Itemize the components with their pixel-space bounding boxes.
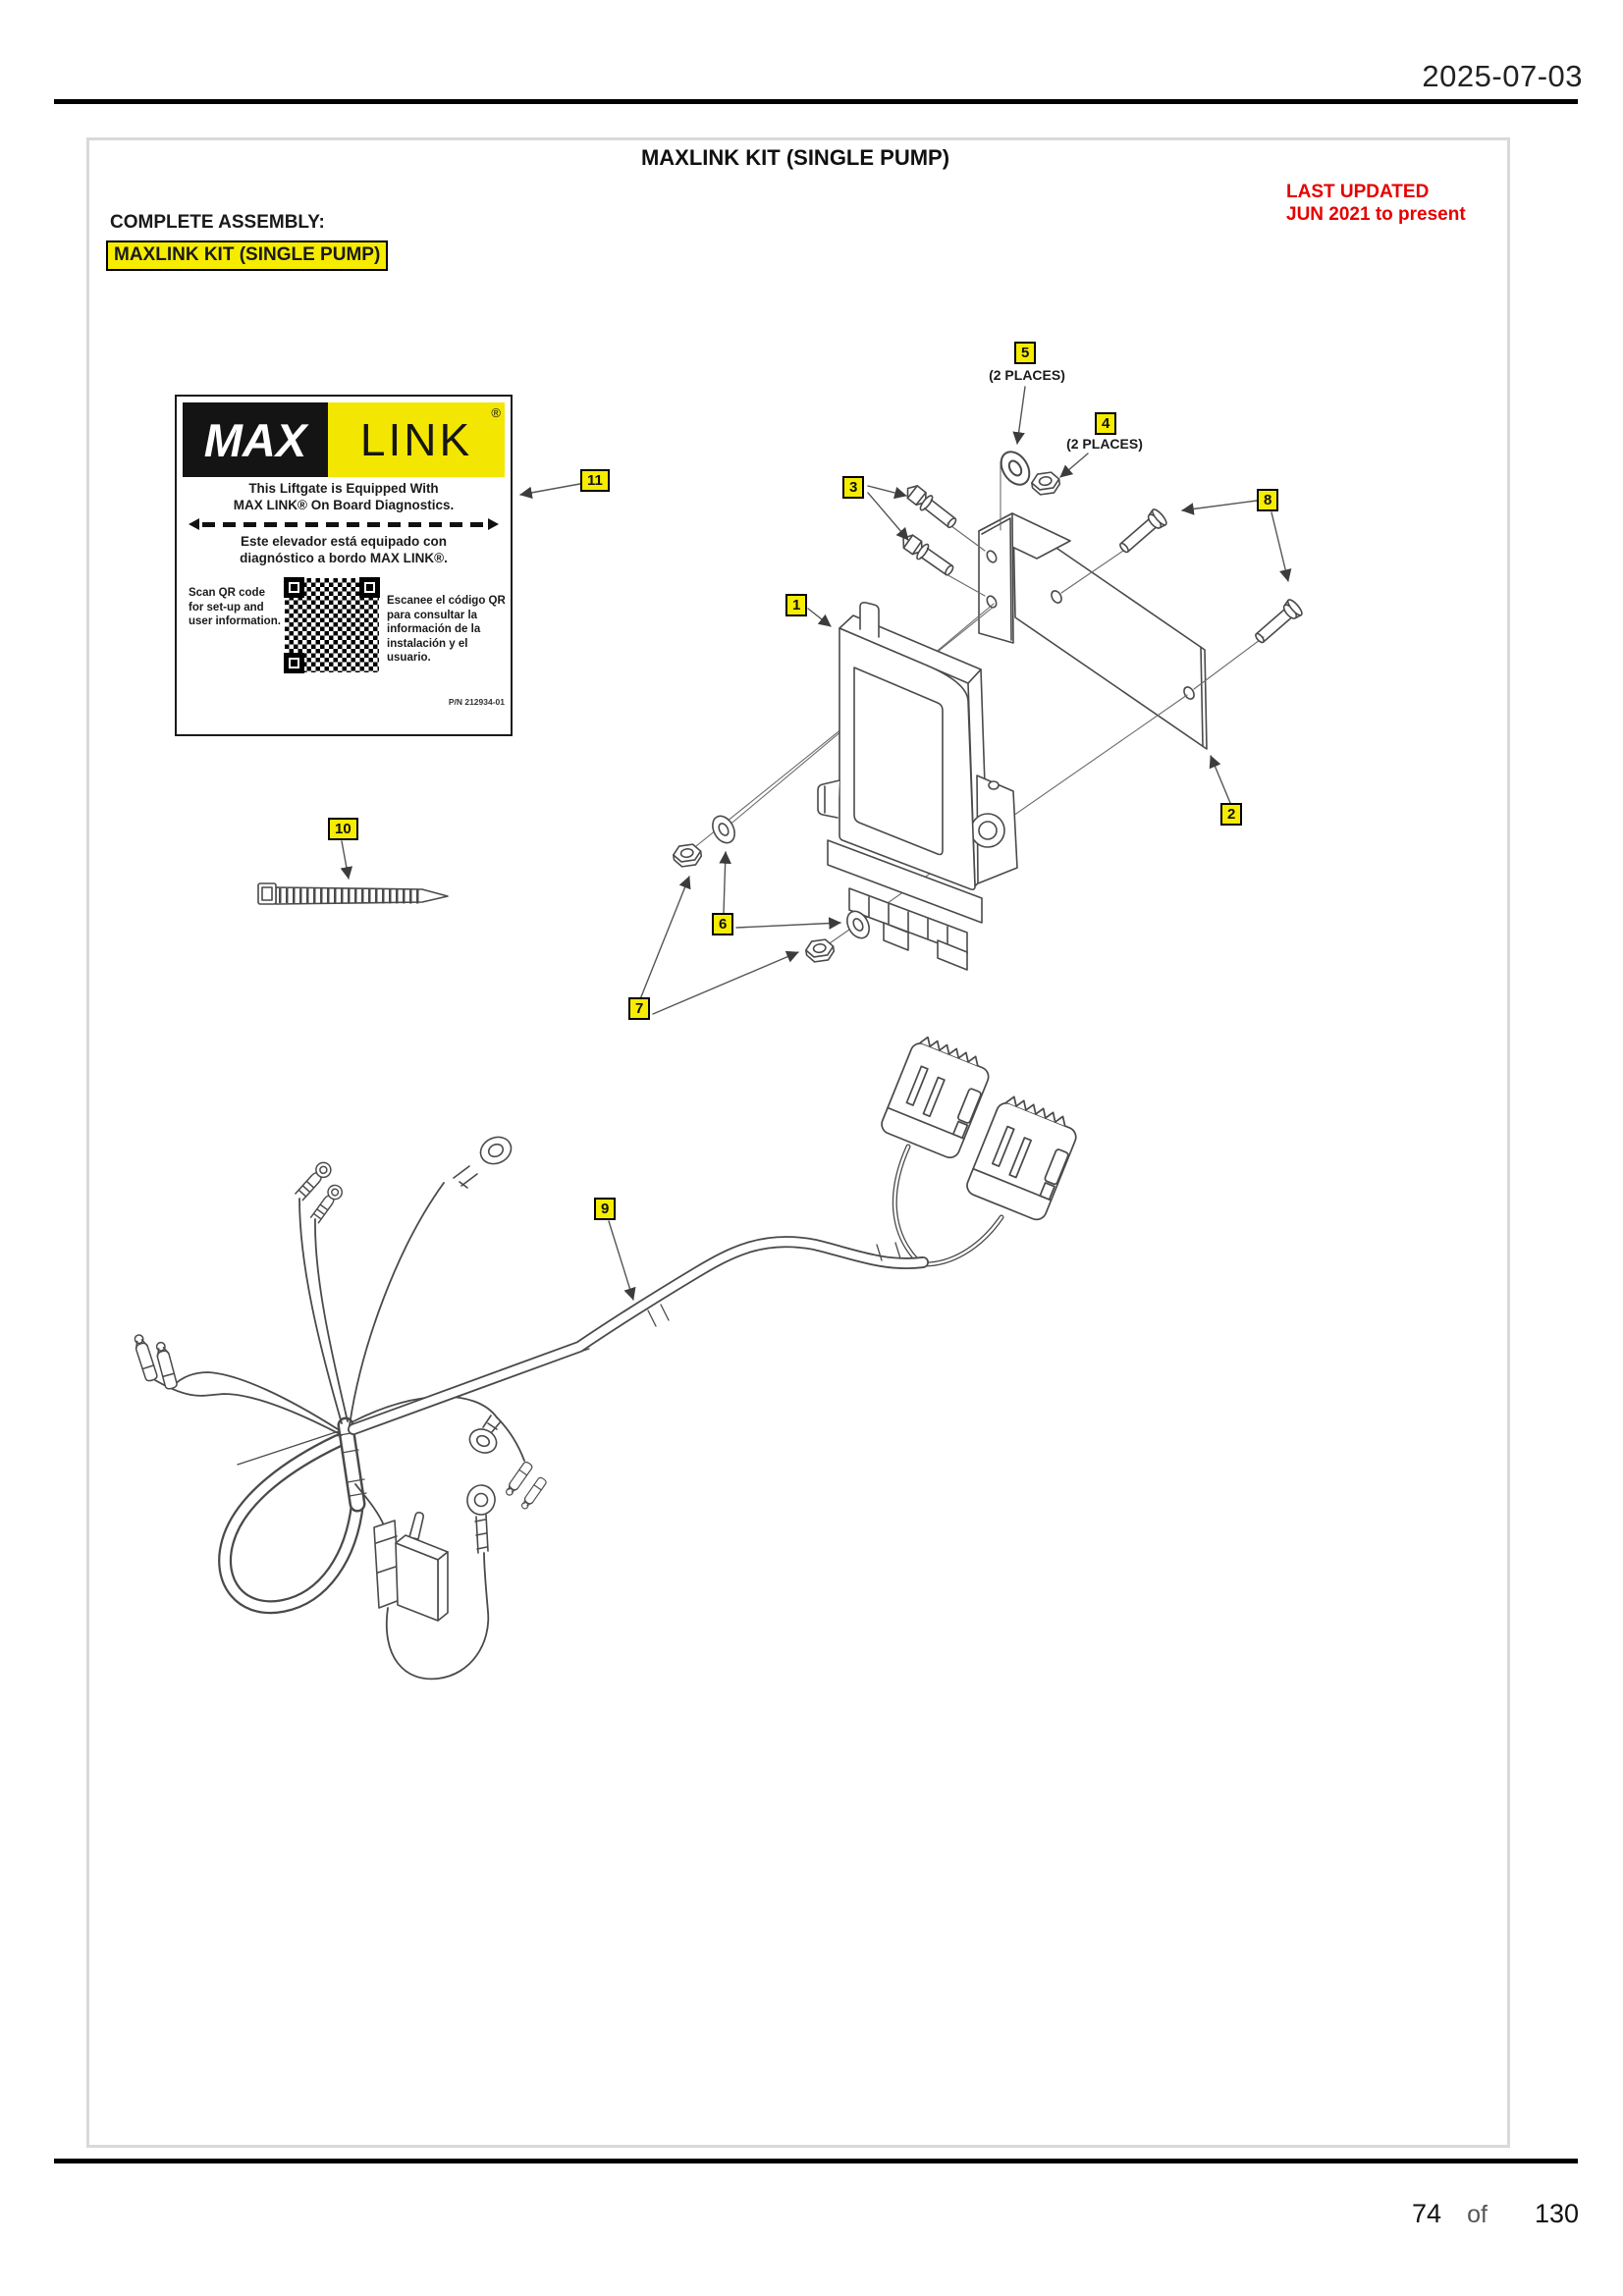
cable-tie xyxy=(257,882,449,905)
control-module xyxy=(817,602,1018,971)
dashed-line xyxy=(202,521,485,527)
ring-terminal-large xyxy=(453,1136,513,1189)
last-updated-line2: JUN 2021 to present xyxy=(1286,204,1466,225)
fuse-holder xyxy=(373,1512,449,1622)
harness-connector-a xyxy=(878,1032,996,1162)
logo-max: MAX xyxy=(183,402,328,477)
callout-6: 6 xyxy=(712,913,734,935)
note-2-places-item4: (2 PLACES) xyxy=(1066,436,1143,452)
page-title: MAXLINK KIT (SINGLE PUMP) xyxy=(640,145,950,170)
callout-7: 7 xyxy=(628,997,651,1020)
arrow-right-icon xyxy=(488,518,499,530)
assembly-name-highlight: MAXLINK KIT (SINGLE PUMP) xyxy=(106,240,389,271)
qr-finder-icon xyxy=(284,577,304,598)
registered-mark: ® xyxy=(491,405,501,420)
logo-link: LINK ® xyxy=(328,402,505,477)
label-dashed-arrow xyxy=(189,518,499,530)
arrow-left-icon xyxy=(189,518,199,530)
maxlink-logo: MAX LINK ® xyxy=(183,402,505,477)
hex-nut-item7-a xyxy=(671,842,704,869)
note-2-places-item5: (2 PLACES) xyxy=(989,367,1065,383)
ring-terminal-2 xyxy=(466,1484,496,1554)
clevis-pin-item8-b xyxy=(1250,597,1305,649)
leader-lines xyxy=(340,386,1292,1301)
wiring-harness xyxy=(131,1032,1083,1681)
callout-10: 10 xyxy=(328,818,358,840)
ring-terminal-1 xyxy=(468,1415,502,1454)
assembly-heading: COMPLETE ASSEMBLY: xyxy=(110,212,325,233)
page-counter: 74 of 130 xyxy=(1080,2199,1579,2229)
label-line1-en: This Liftgate is Equipped With xyxy=(248,481,439,496)
page-date: 2025-07-03 xyxy=(1422,59,1583,93)
callout-11: 11 xyxy=(580,469,610,492)
flat-washer-item6-a xyxy=(707,811,740,848)
footer-rule xyxy=(54,2159,1578,2163)
last-updated-note: LAST UPDATED JUN 2021 to present xyxy=(1286,181,1542,226)
label-bottom: Scan QR code for set-up and user informa… xyxy=(177,574,511,710)
callout-4: 4 xyxy=(1095,412,1117,435)
flat-washer-item5 xyxy=(994,446,1037,491)
qr-finder-icon xyxy=(359,577,380,598)
header-rule xyxy=(54,99,1578,104)
callout-8: 8 xyxy=(1257,489,1279,511)
label-line1-es: Este elevador está equipado con xyxy=(240,534,448,549)
callout-9: 9 xyxy=(594,1198,617,1220)
label-line2-en: MAX LINK® On Board Diagnostics. xyxy=(233,497,455,512)
callout-1: 1 xyxy=(785,594,808,616)
page-total: 130 xyxy=(1534,2199,1579,2228)
harness-connector-b xyxy=(963,1092,1083,1224)
label-line2-es: diagnóstico a bordo MAX LINK®. xyxy=(240,550,448,565)
qr-code xyxy=(282,575,382,675)
logo-link-text: LINK xyxy=(359,414,473,465)
page-number: 74 xyxy=(1412,2199,1442,2228)
callout-3: 3 xyxy=(842,476,865,499)
hex-bolt-item3-a xyxy=(901,480,960,533)
label-part-number: P/N 212934-01 xyxy=(448,697,505,707)
maxlink-label: MAX LINK ® This Liftgate is Equipped Wit… xyxy=(175,395,513,736)
callout-2: 2 xyxy=(1220,803,1243,826)
qr-finder-icon xyxy=(284,653,304,673)
qr-caption-en: Scan QR code for set-up and user informa… xyxy=(189,587,281,627)
hex-nut-item4 xyxy=(1029,470,1062,497)
last-updated-line1: LAST UPDATED xyxy=(1286,182,1430,202)
clevis-pin-item8-a xyxy=(1114,507,1169,559)
callout-5: 5 xyxy=(1014,342,1037,364)
mounting-bracket xyxy=(978,512,1071,644)
page-of-label: of xyxy=(1467,2201,1488,2228)
qr-caption-es: Escanee el código QR para consultar la i… xyxy=(387,595,506,664)
